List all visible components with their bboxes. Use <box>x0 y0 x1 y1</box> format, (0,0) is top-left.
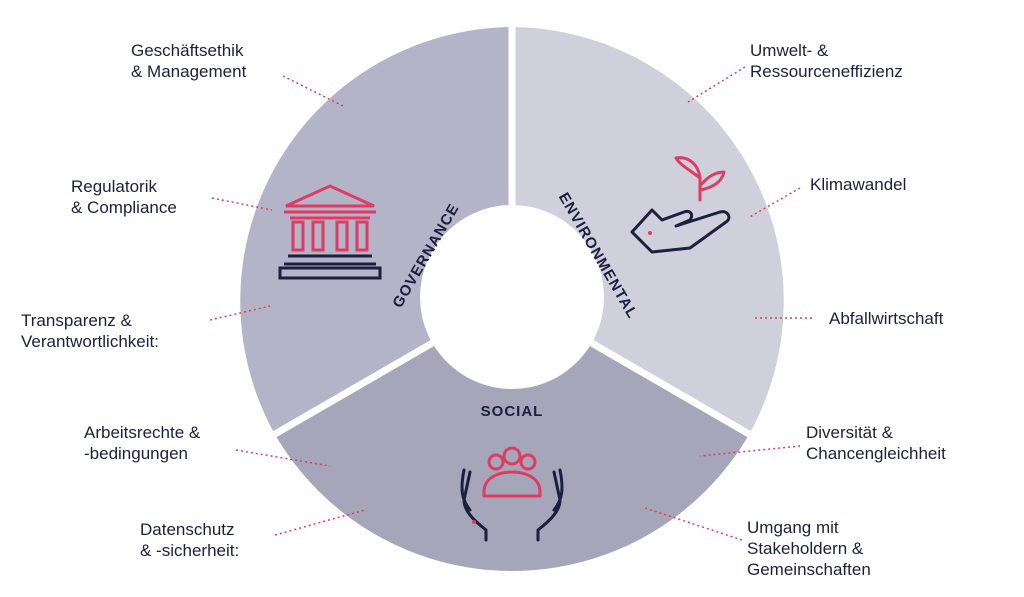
label-line: Ressourceneffizienz <box>750 62 903 81</box>
label-klimawandel: Klimawandel <box>810 174 906 195</box>
label-line: & Management <box>131 62 247 81</box>
label-arbeitsrechte: Arbeitsrechte & -bedingungen <box>84 422 200 464</box>
building-columns-icon <box>278 184 382 280</box>
hand-plant-icon <box>630 156 731 254</box>
label-umwelt: Umwelt- & Ressourceneffizienz <box>750 40 903 82</box>
label-line: Klimawandel <box>810 175 907 194</box>
title-social: SOCIAL <box>481 403 544 420</box>
label-abfallwirtschaft: Abfallwirtschaft <box>829 308 943 329</box>
label-line: Abfallwirtschaft <box>829 309 944 328</box>
label-line: Geschäftsethik <box>131 41 244 60</box>
label-line: & -sicherheit: <box>140 541 240 560</box>
label-line: Chancengleichheit <box>806 444 946 463</box>
label-geschaeftsethik: Geschäftsethik & Management <box>131 40 246 82</box>
label-transparenz: Transparenz & Verantwortlichkeit: <box>21 310 159 352</box>
label-datenschutz: Datenschutz & -sicherheit: <box>140 519 239 561</box>
hands-people-icon <box>460 446 564 542</box>
label-line: Verantwortlichkeit: <box>21 332 159 351</box>
label-line: -bedingungen <box>84 444 188 463</box>
label-line: Gemeinschaften <box>747 560 871 579</box>
label-line: Arbeitsrechte & <box>84 423 201 442</box>
label-line: Diversität & <box>806 423 893 442</box>
label-diversitaet: Diversität & Chancengleichheit <box>806 422 946 464</box>
label-line: & Compliance <box>71 198 177 217</box>
label-line: Regulatorik <box>71 177 157 196</box>
label-line: Umgang mit <box>747 518 839 537</box>
donut-hole <box>420 205 604 389</box>
label-line: Transparenz & <box>21 311 132 330</box>
label-umgang: Umgang mit Stakeholdern & Gemeinschaften <box>747 517 871 580</box>
label-line: Stakeholdern & <box>747 539 864 558</box>
connector-lines <box>209 66 812 541</box>
label-regulatorik: Regulatorik & Compliance <box>71 176 177 218</box>
label-line: Datenschutz <box>140 520 235 539</box>
label-line: Umwelt- & <box>750 41 829 60</box>
